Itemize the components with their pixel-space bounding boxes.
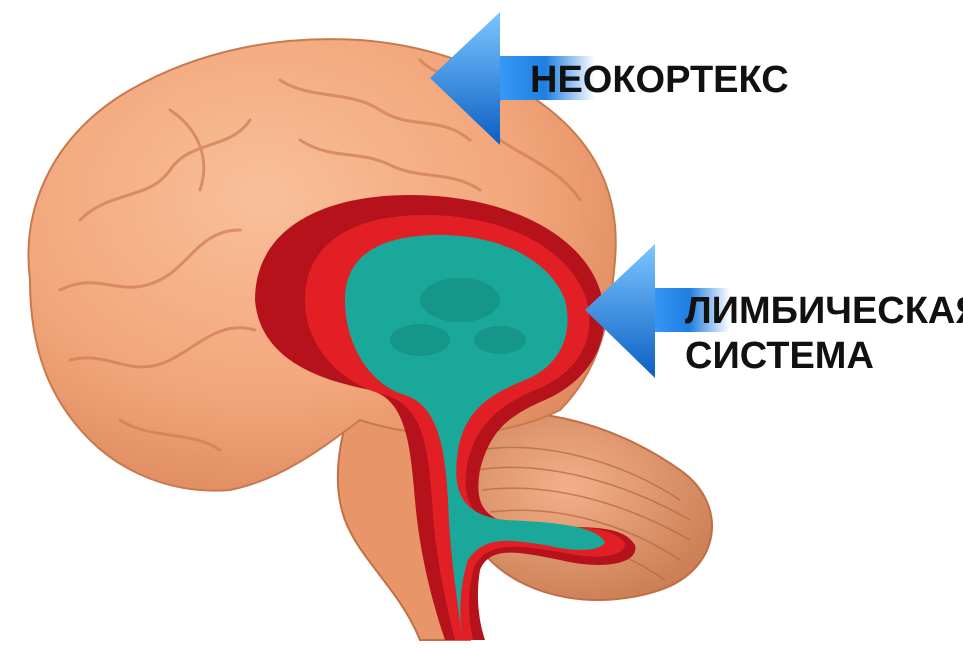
- neocortex-label: НЕОКОРТЕКС: [530, 61, 789, 99]
- limbic-system-label-line2: СИСТЕМА: [685, 337, 874, 375]
- limbic-system-label-line1: ЛИМБИЧЕСКАЯ: [685, 292, 963, 330]
